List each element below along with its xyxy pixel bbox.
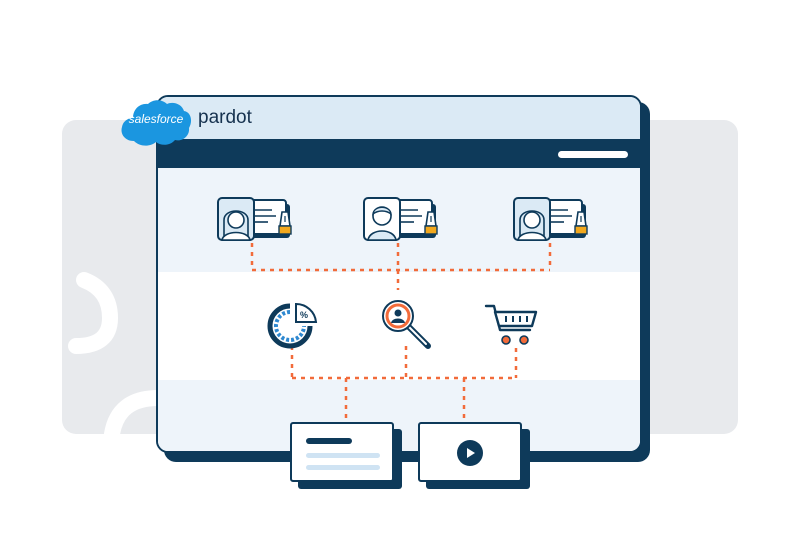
female-avatar-icon	[513, 197, 551, 241]
salesforce-label: salesforce	[128, 112, 184, 126]
product-name: pardot	[198, 107, 252, 128]
prospect-search-icon[interactable]	[382, 300, 431, 349]
play-button-icon[interactable]	[456, 439, 484, 467]
salesforce-cloud-icon	[121, 100, 192, 146]
document-heading-line	[306, 438, 352, 444]
svg-text:%: %	[300, 310, 308, 320]
percent-pie-chart-icon[interactable]: %	[267, 302, 318, 349]
male-avatar-icon	[363, 197, 401, 241]
connector-lines	[250, 243, 552, 424]
navigation-bar	[158, 141, 640, 168]
document-text-line	[306, 465, 380, 470]
window-titlebar: pardot	[158, 97, 640, 141]
pen-icon	[574, 211, 588, 235]
pen-icon	[424, 211, 438, 235]
document-text-line	[306, 453, 380, 458]
prospect-card-female-2[interactable]	[513, 197, 588, 241]
text-document-card-icon[interactable]	[290, 422, 394, 482]
female-avatar-icon	[217, 197, 255, 241]
prospect-card-male[interactable]	[363, 197, 438, 241]
pardot-app-window: pardot	[156, 95, 642, 453]
video-play-card-icon[interactable]	[418, 422, 522, 482]
nav-menu-pill[interactable]	[558, 151, 628, 158]
shopping-cart-icon[interactable]	[484, 304, 538, 345]
pen-icon	[278, 211, 292, 235]
background-swirl-decoration	[68, 272, 166, 434]
prospect-card-female-1[interactable]	[217, 197, 292, 241]
